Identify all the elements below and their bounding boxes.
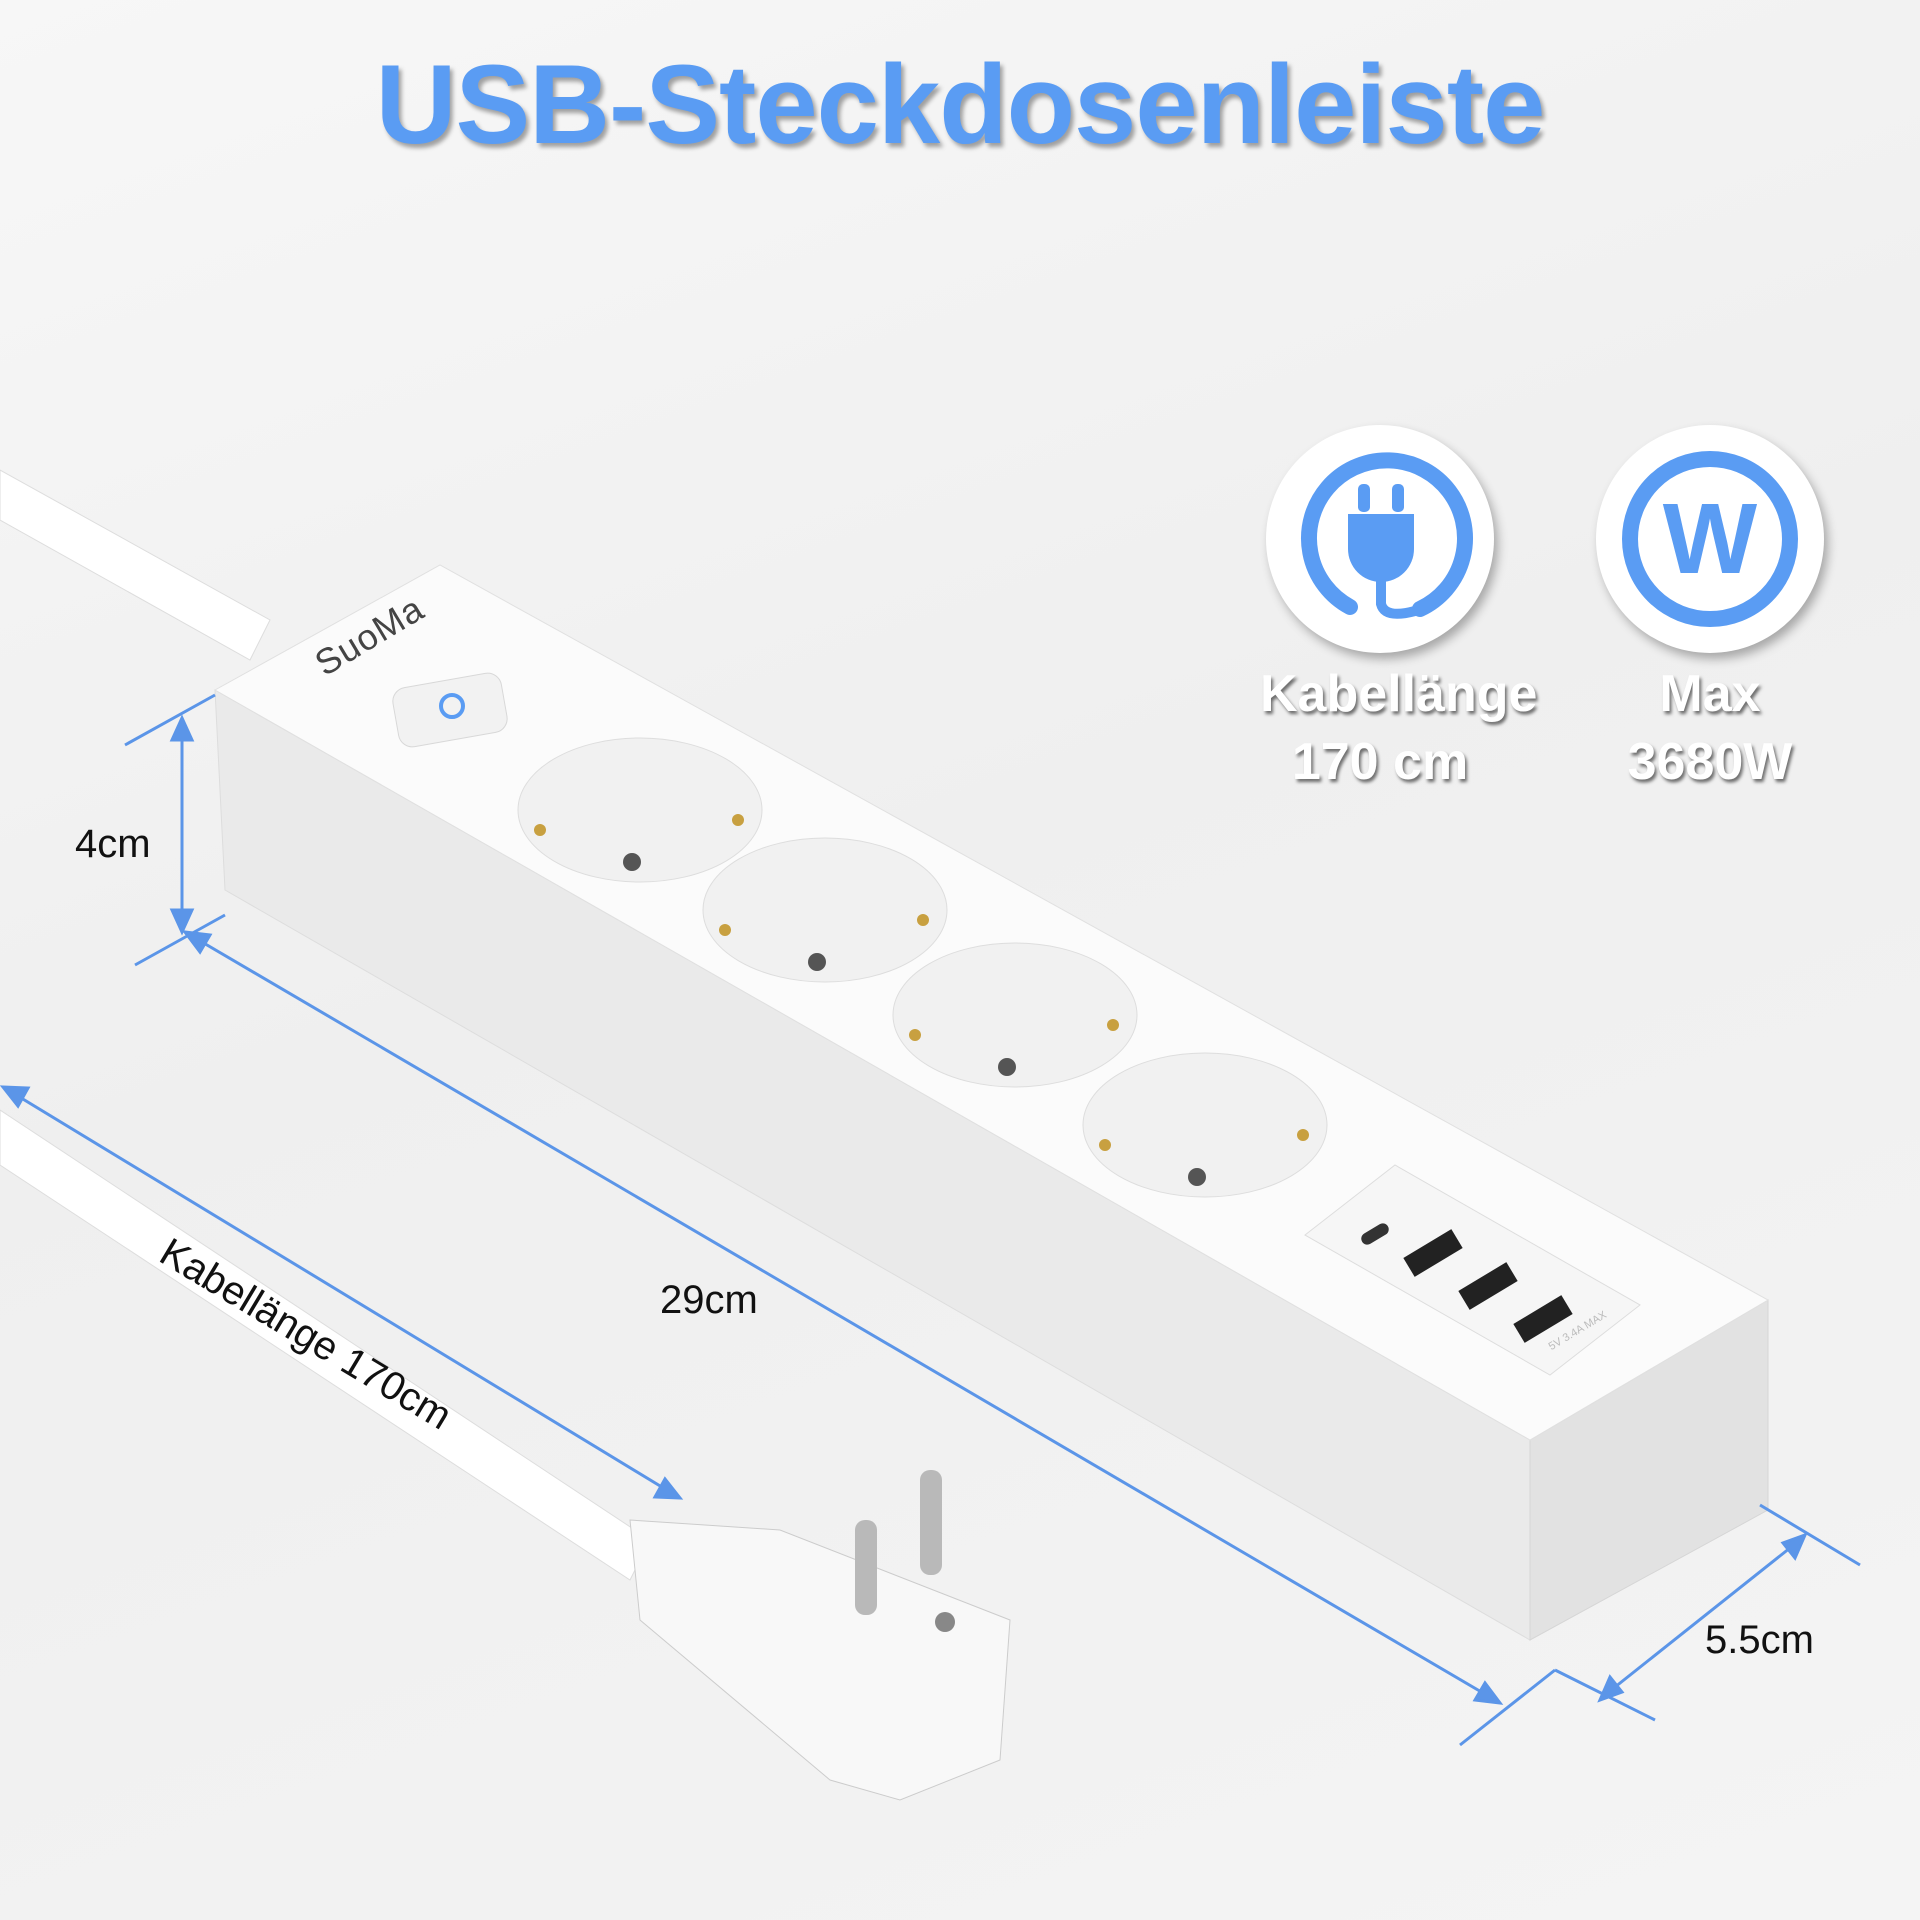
height-label: 4cm	[75, 822, 151, 866]
dimension-lines	[0, 693, 1861, 1747]
usb-panel	[1304, 1164, 1641, 1376]
plug-icon	[1266, 425, 1494, 653]
socket	[702, 837, 948, 983]
length-label: 29cm	[660, 1278, 758, 1322]
usb-c-port[interactable]	[1359, 1221, 1391, 1247]
width-label: 5.5cm	[1705, 1618, 1814, 1662]
badge-line2: 170 cm	[1291, 733, 1469, 791]
cable	[0, 1109, 651, 1581]
socket	[1082, 1052, 1328, 1198]
badge-line2: 3680W	[1627, 733, 1793, 791]
power-strip	[213, 564, 1770, 1641]
sockets	[517, 737, 1328, 1198]
max-power-badge: W Max 3680W	[1590, 425, 1830, 789]
usb-a-port[interactable]	[1458, 1262, 1518, 1310]
socket	[517, 737, 763, 883]
plug	[629, 1470, 1011, 1801]
usb-a-port[interactable]	[1403, 1229, 1463, 1277]
page-title: USB-Steckdosenleiste	[375, 42, 1546, 167]
badge-line1: Kabellänge	[1260, 665, 1538, 723]
power-icon	[439, 693, 465, 719]
badge-line1: Max	[1659, 665, 1761, 723]
power-button[interactable]	[391, 671, 510, 749]
watt-icon: W	[1596, 425, 1824, 653]
cable-length-badge: Kabellänge 170 cm	[1260, 425, 1538, 791]
socket	[892, 942, 1138, 1088]
watt-letter: W	[1622, 451, 1798, 627]
usb-a-port[interactable]	[1513, 1295, 1573, 1343]
back-cable	[0, 469, 271, 661]
